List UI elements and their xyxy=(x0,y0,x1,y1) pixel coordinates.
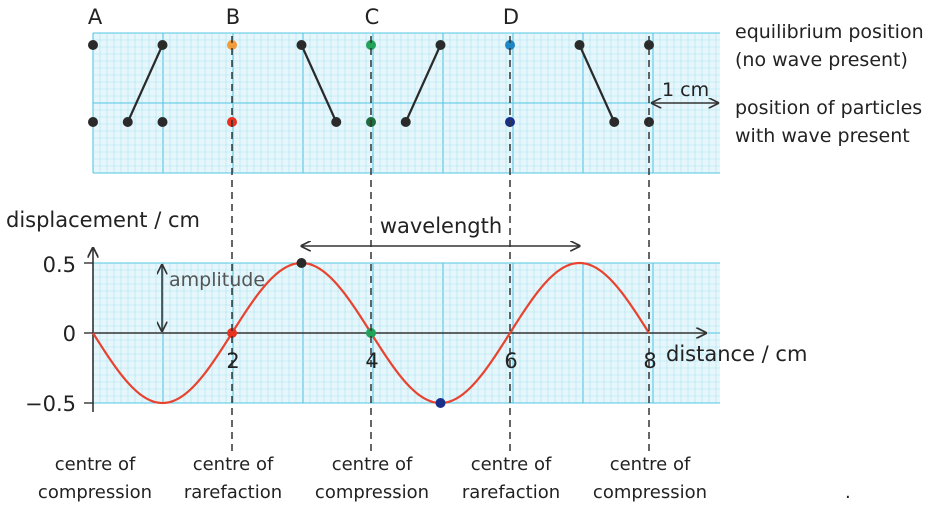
caption-line1: centre of xyxy=(610,454,691,475)
wave-point xyxy=(366,328,376,338)
particle-displaced-dot xyxy=(331,117,342,127)
particle-bar xyxy=(404,44,442,123)
particle-equilibrium-dot xyxy=(435,40,446,50)
x-tick-label: 8 xyxy=(643,349,656,373)
particle-displaced-dot xyxy=(609,117,620,127)
particle-equilibrium-dot xyxy=(366,40,376,50)
particle-equilibrium-dot xyxy=(505,40,515,50)
amplitude-label: amplitude xyxy=(169,269,265,291)
legend-displaced-line1: position of particles xyxy=(735,97,922,119)
y-axis-label: displacement / cm xyxy=(6,208,200,232)
particle-displaced-dot xyxy=(400,117,411,127)
particle-bar xyxy=(300,44,338,123)
x-tick-label: 6 xyxy=(504,349,517,373)
wave-point xyxy=(296,258,307,268)
caption-line1: centre of xyxy=(193,454,274,475)
scale-label: 1 cm xyxy=(662,79,709,101)
footer-mark: . xyxy=(845,482,851,503)
particle-bar xyxy=(578,44,616,123)
x-tick-label: 2 xyxy=(226,349,239,373)
caption-line2: compression xyxy=(593,482,707,503)
caption-line2: compression xyxy=(38,482,152,503)
caption-line1: centre of xyxy=(332,454,413,475)
particle-grid xyxy=(92,32,720,174)
caption-line1: centre of xyxy=(55,454,136,475)
particle-label-b: B xyxy=(226,5,240,29)
particle-equilibrium-dot xyxy=(644,40,654,50)
y-tick-label: 0 xyxy=(63,322,76,346)
particle-label-d: D xyxy=(503,5,519,29)
particle-equilibrium-dot xyxy=(574,40,585,50)
particle-displaced-dot xyxy=(122,117,133,127)
caption-line1: centre of xyxy=(471,454,552,475)
wavelength-label: wavelength xyxy=(380,214,502,238)
legend-equilibrium-line2: (no wave present) xyxy=(735,49,908,71)
particle-label-c: C xyxy=(365,5,380,29)
y-tick-label: −0.5 xyxy=(25,392,76,416)
particle-displaced-dot xyxy=(88,117,98,127)
caption-line2: rarefaction xyxy=(462,482,560,503)
wave-point xyxy=(227,328,237,338)
particle-equilibrium-dot xyxy=(227,40,237,50)
y-tick-label: 0.5 xyxy=(43,253,76,277)
legend-displaced-line2: with wave present xyxy=(735,125,910,147)
particle-equilibrium-dot xyxy=(296,40,307,50)
particle-equilibrium-dot xyxy=(88,40,98,50)
particle-label-a: A xyxy=(88,5,103,29)
particle-equilibrium-dot xyxy=(157,40,168,50)
wave-point xyxy=(435,398,446,408)
vertical-dashed-guides xyxy=(231,36,650,452)
graph-panel xyxy=(84,246,720,412)
x-axis-label: distance / cm xyxy=(666,342,807,366)
particle-panel xyxy=(88,32,720,174)
x-tick-label: 4 xyxy=(365,349,378,373)
legend-equilibrium-line1: equilibrium position xyxy=(735,21,924,43)
particle-displaced-dot xyxy=(157,117,168,127)
caption-line2: rarefaction xyxy=(184,482,282,503)
particle-bar xyxy=(126,44,164,123)
caption-line2: compression xyxy=(315,482,429,503)
